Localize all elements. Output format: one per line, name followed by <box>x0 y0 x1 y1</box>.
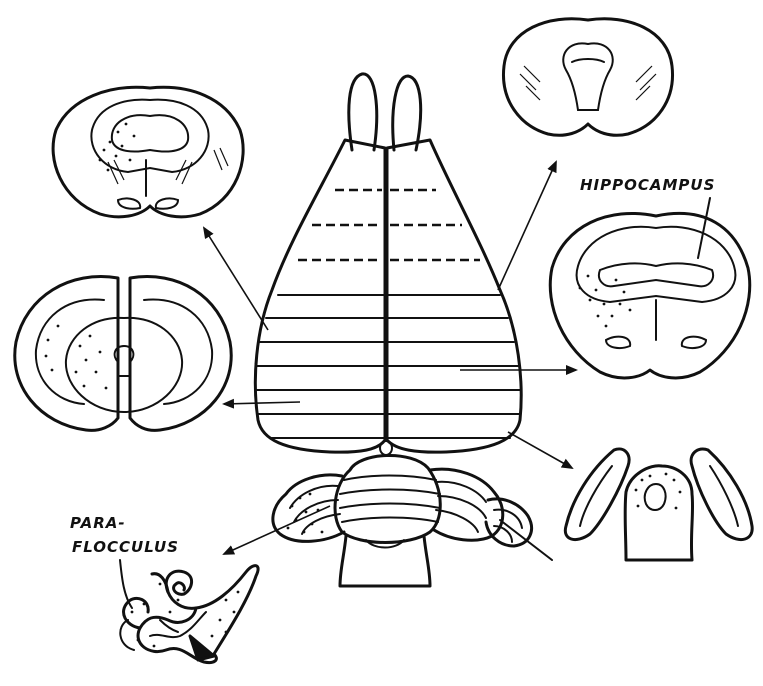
olfactory-bulb-left <box>349 74 377 150</box>
section-top-left <box>53 87 243 216</box>
hippocampus-leader <box>698 198 710 258</box>
label-paraflocculus-1: PARA- <box>70 514 126 532</box>
arrow-to-top-right <box>498 162 556 290</box>
stipple <box>635 473 682 510</box>
section-top-right <box>503 19 672 136</box>
label-paraflocculus-2: FLOCCULUS <box>72 538 179 556</box>
dorsal-brain-view <box>255 74 531 586</box>
paraflocculus-stipple-dorsal <box>287 493 324 534</box>
pineal <box>380 441 392 455</box>
section-bottom-right <box>565 449 752 560</box>
arrow-to-middle-left <box>224 402 300 404</box>
section-hippocampus <box>550 213 750 377</box>
stipple <box>45 325 108 390</box>
section-middle-left <box>15 277 231 431</box>
pointer-line <box>500 520 552 560</box>
hemisphere-left <box>255 140 385 452</box>
cerebellum <box>273 455 532 546</box>
hemisphere-right <box>387 140 521 452</box>
arrow-to-paraflocculus <box>224 506 330 554</box>
arrow-to-bottom-right <box>508 432 572 468</box>
label-hippocampus: HIPPOCAMPUS <box>580 176 715 194</box>
section-paraflocculus <box>120 566 258 663</box>
arrow-to-top-left <box>204 228 268 330</box>
olfactory-bulb-right <box>393 76 421 150</box>
